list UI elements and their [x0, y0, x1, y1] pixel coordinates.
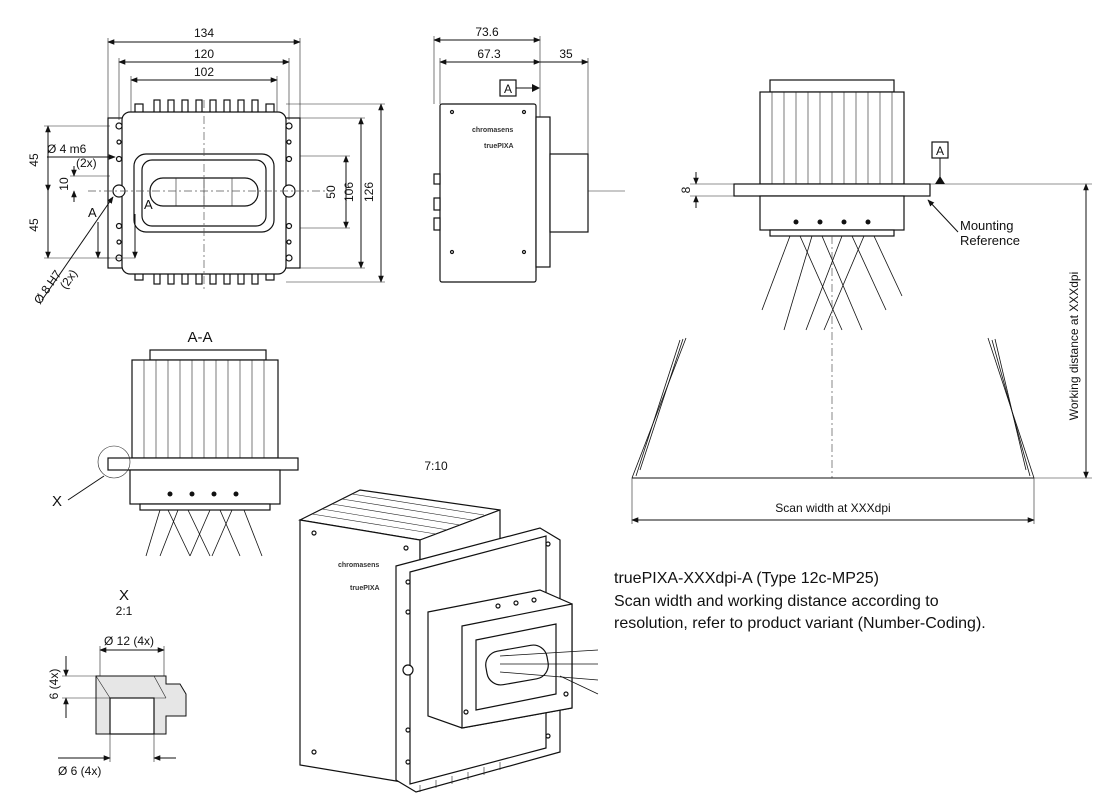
- front-view-dim-120: 120: [194, 47, 214, 61]
- front-view-dim-50: 50: [324, 185, 338, 199]
- working-view-mounting-flange: [733, 183, 931, 197]
- side-view-model: truePIXA: [484, 143, 514, 150]
- detail-view-dim-12: Ø 12 (4x): [104, 634, 154, 648]
- description-line2: Scan width and working distance accordin…: [614, 593, 939, 610]
- description-title: truePIXA-XXXdpi-A (Type 12c-MP25): [614, 570, 879, 587]
- working-distance-view: Scan width at XXXdpi Working distance at…: [631, 79, 1092, 524]
- detail-view-dim-6-height: 6 (4x): [47, 669, 61, 700]
- iso-view: 7:10 chromasens truePIXA: [298, 459, 599, 793]
- side-view-lens: [549, 153, 589, 233]
- working-view-working-distance: Working distance at XXXdpi: [1067, 272, 1081, 421]
- front-view-mounting-holes: [112, 122, 296, 262]
- front-view-dim-102: 102: [194, 65, 214, 79]
- front-view-top-fins: [134, 99, 275, 119]
- front-view-section-marker-left: A: [88, 205, 97, 220]
- working-view-datum: A: [936, 144, 944, 158]
- iso-view-scale: 7:10: [424, 459, 448, 473]
- front-view-dim-126: 126: [362, 182, 376, 202]
- iso-view-model: truePIXA: [350, 585, 380, 592]
- side-view-datum: A: [504, 82, 512, 96]
- working-view-scan-width: Scan width at XXXdpi: [775, 501, 890, 515]
- working-view-mounting-reference-line1: Mounting: [960, 218, 1013, 233]
- side-view-flange: [535, 116, 551, 268]
- side-view-dim-67-3: 67.3: [477, 47, 501, 61]
- side-view-dim-35: 35: [559, 47, 573, 61]
- front-view-hole-8h7-count: (2x): [57, 267, 80, 292]
- detail-view-dim-6-dia: Ø 6 (4x): [58, 764, 101, 778]
- front-view-dim-106: 106: [342, 182, 356, 202]
- side-view-dim-73-6: 73.6: [475, 25, 499, 39]
- front-view-section-marker-right: A: [144, 197, 153, 212]
- section-view-housing: [131, 359, 279, 459]
- detail-view-bore: [109, 697, 155, 735]
- front-view-hole-4m6: Ø 4 m6: [47, 142, 87, 156]
- description-line3: resolution, refer to product variant (Nu…: [614, 615, 986, 632]
- working-view-dim-8: 8: [679, 186, 693, 193]
- working-view-connectors: [769, 79, 895, 93]
- section-view-flange: [107, 457, 299, 471]
- front-view-dim-45-bottom: 45: [27, 218, 41, 232]
- front-view-hole-8h7: Ø 8 H7: [31, 267, 64, 306]
- section-view-lens-body: [129, 469, 281, 505]
- detail-view: X 2:1 Ø 12 (4x) 6 (4x) Ø 6 (4x): [47, 587, 187, 778]
- detail-view-title: X: [119, 587, 129, 604]
- iso-view-brand: chromasens: [338, 562, 379, 569]
- section-view: A-A X: [52, 329, 299, 557]
- working-view-lens-body: [759, 195, 905, 231]
- working-view-mounting-reference-line2: Reference: [960, 233, 1020, 248]
- side-view: chromasens truePIXA 73.6 67.3 35 A: [433, 25, 625, 283]
- section-view-connectors: [149, 349, 267, 361]
- section-view-title: A-A: [187, 329, 212, 346]
- section-view-detail-marker: X: [52, 493, 62, 510]
- detail-view-scale: 2:1: [116, 604, 133, 618]
- front-view-dim-10: 10: [57, 177, 71, 191]
- front-view-dim-134: 134: [194, 26, 214, 40]
- side-view-brand: chromasens: [472, 127, 513, 134]
- front-view-dim-45-top: 45: [27, 153, 41, 167]
- front-view-hole-4m6-count: (2x): [76, 156, 97, 170]
- section-view-detail-circle: [97, 445, 131, 479]
- front-view: 134 120 102 50 106 126 45 45 10: [27, 26, 385, 307]
